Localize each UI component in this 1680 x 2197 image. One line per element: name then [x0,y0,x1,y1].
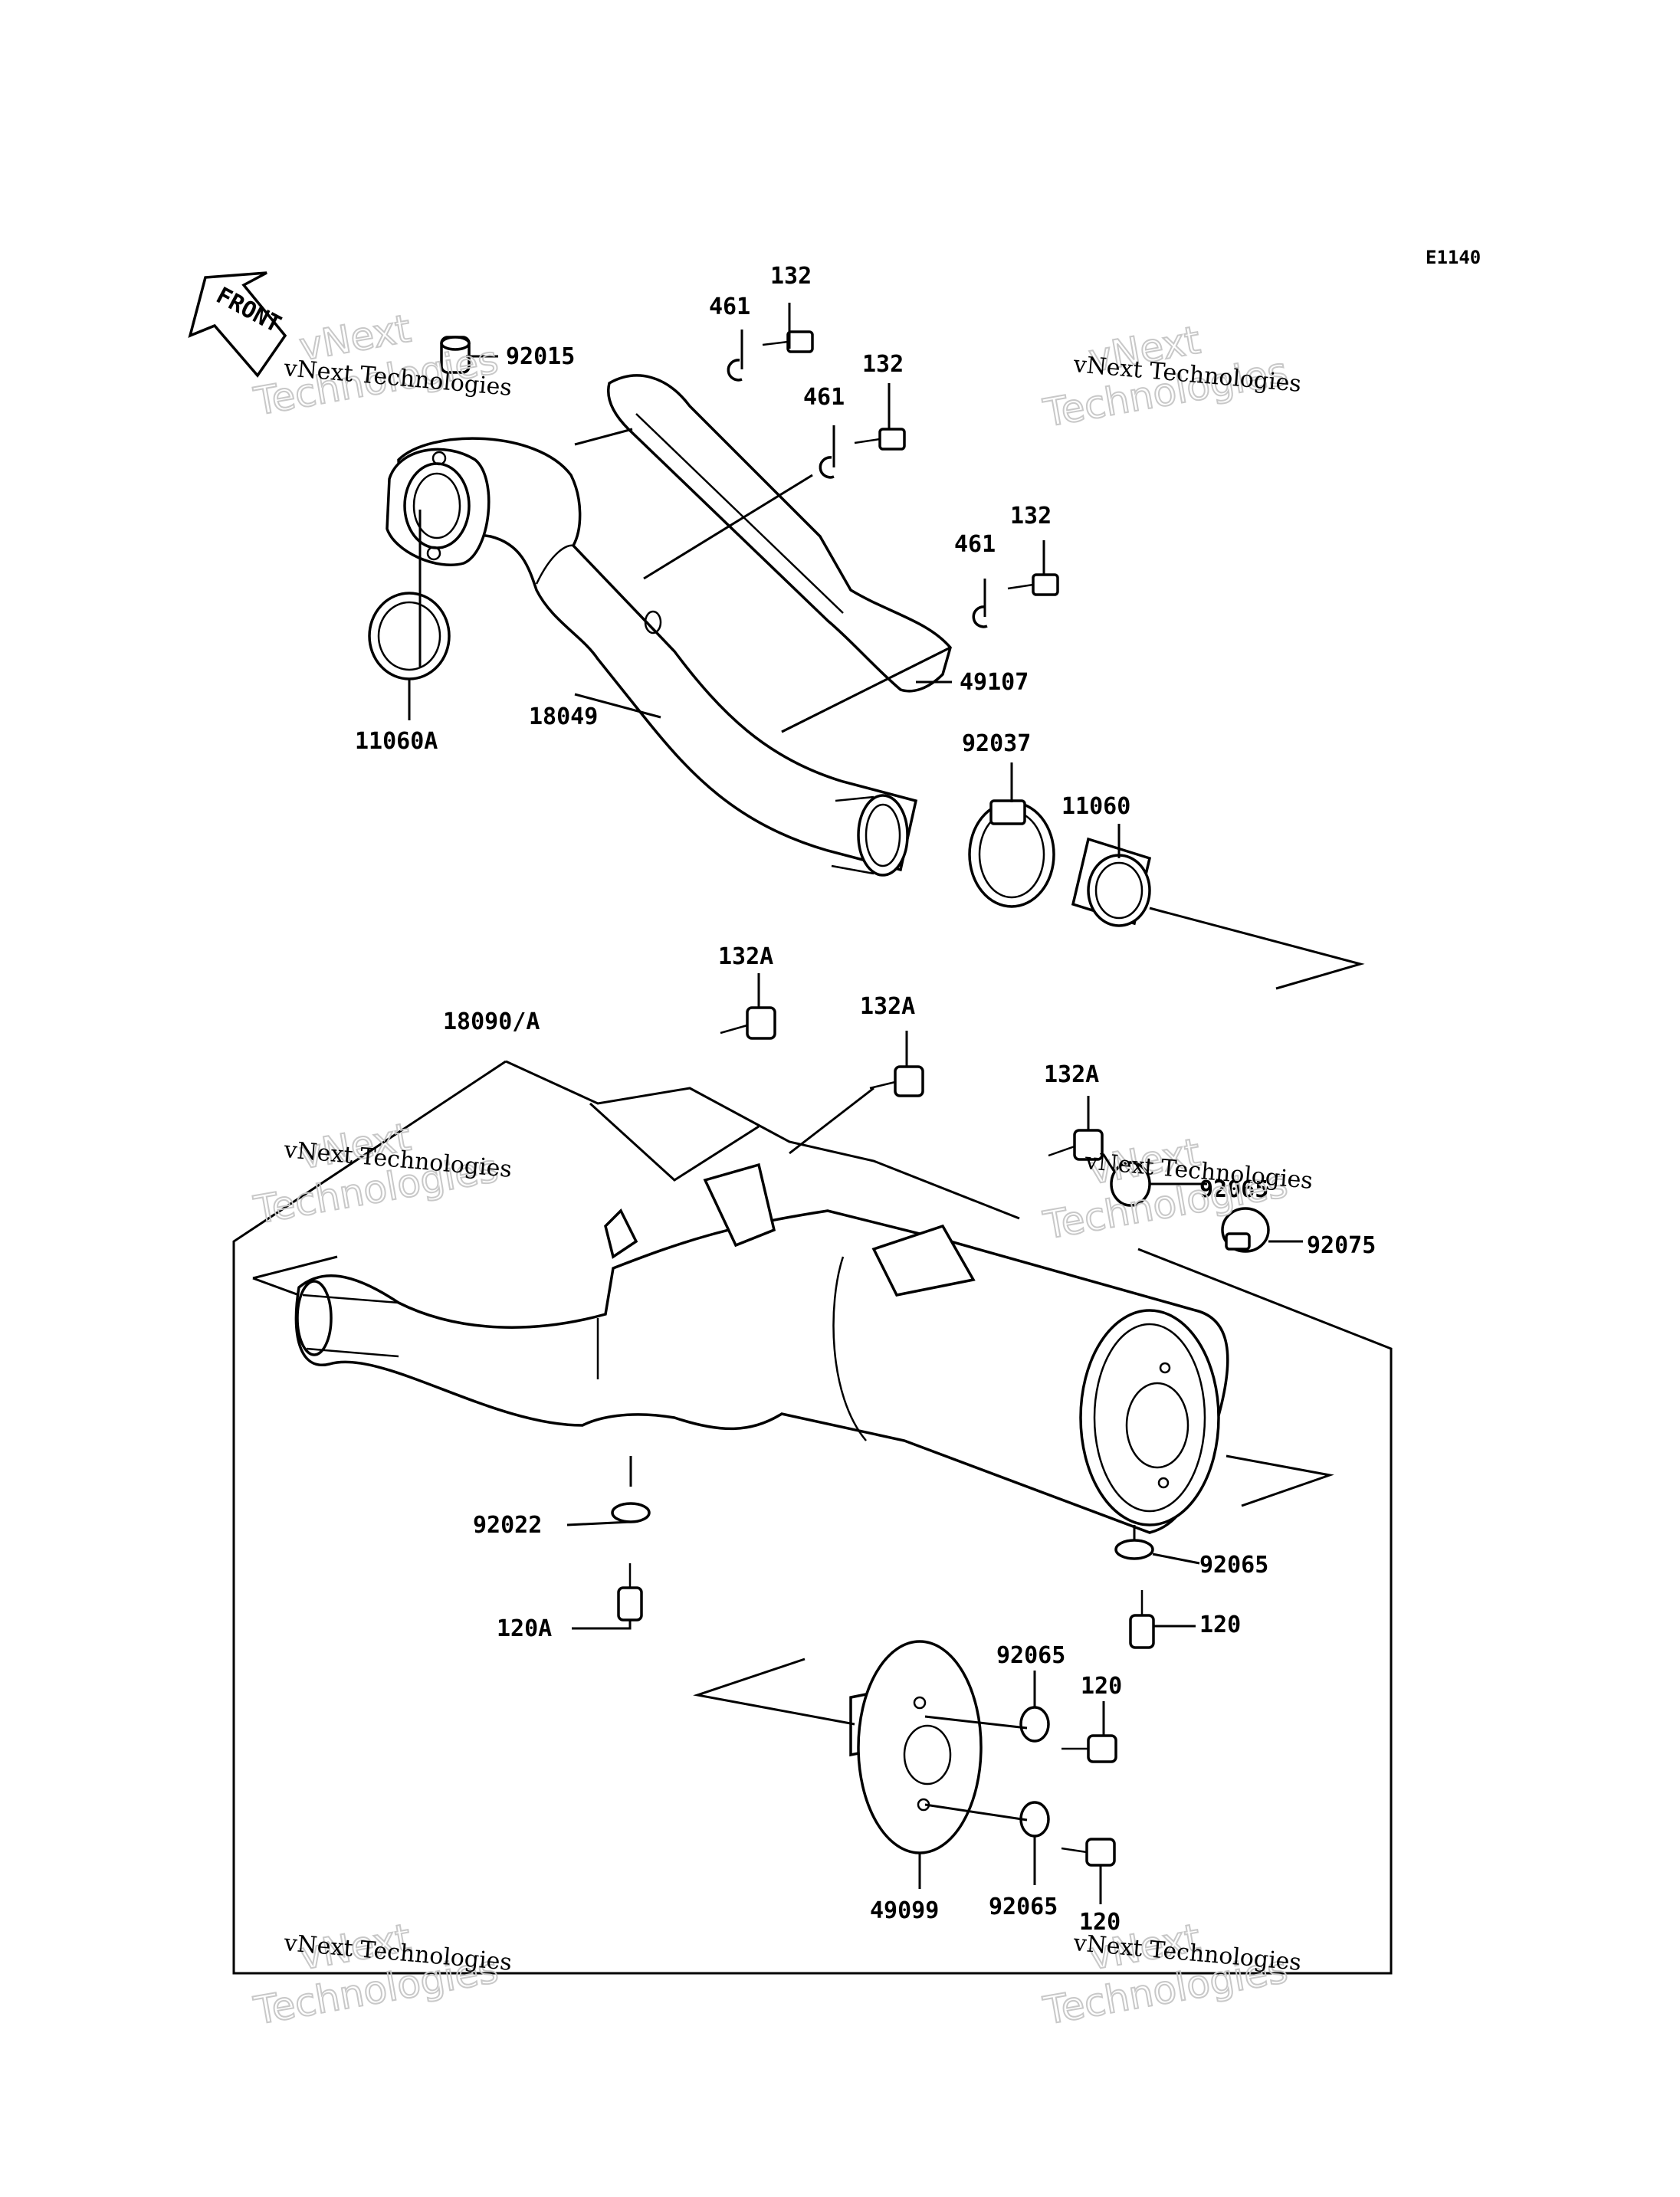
label-49099: 49099 [870,1897,939,1924]
label-132-a: 132 [770,263,812,290]
washer-92022 [611,1502,651,1523]
diagram-code: E1140 [1426,247,1481,268]
label-461-b: 461 [803,384,845,411]
clamp-92037 [968,799,1055,908]
label-120-c: 120 [1081,1673,1122,1700]
gasket-11060a [368,592,451,680]
washer-92065-mid [1114,1539,1154,1560]
end-cap-49099 [849,1640,983,1854]
label-92065-c: 92065 [996,1642,1065,1669]
label-18049: 18049 [529,703,598,730]
label-120a: 120A [497,1615,552,1642]
bolt-120-mid [1129,1590,1155,1649]
label-92075: 92075 [1307,1232,1376,1259]
label-49107: 49107 [960,669,1029,696]
header-flange [386,448,491,566]
bolt-120-c [1061,1734,1117,1763]
bolt-132a-a [720,1006,776,1040]
leader-lines [232,303,1393,1975]
label-11060: 11060 [1061,793,1130,820]
front-arrow-icon: FRONT [188,271,287,378]
bolt-120-d [1061,1838,1116,1867]
label-18090-a: 18090/A [443,1008,540,1035]
rubber-92075 [1221,1207,1270,1253]
washer-92065-c [1019,1706,1050,1743]
label-132-c: 132 [1010,503,1052,530]
label-132a-a: 132A [718,943,773,970]
label-92065-mid: 92065 [1199,1552,1268,1579]
header-outlet [831,794,909,877]
label-11060a: 11060A [355,728,438,755]
gasket-11060 [1071,837,1152,927]
label-120-mid: 120 [1199,1612,1241,1638]
label-132a-c: 132A [1044,1061,1099,1088]
bolt-132-a [762,330,814,353]
label-132a-b: 132A [860,993,915,1020]
lock-washer-461-a [727,359,743,382]
label-92015: 92015 [506,343,575,370]
bolt-132-c [1007,573,1059,596]
label-92037: 92037 [962,730,1031,757]
header-pipe [397,437,918,872]
bolt-92015 [440,336,471,374]
label-92065-d: 92065 [989,1894,1058,1920]
bolt-132a-b [869,1065,924,1097]
bolt-132a-c [1048,1129,1104,1161]
label-132-b: 132 [862,351,904,378]
bolt-132-b [854,428,906,451]
label-120-d: 120 [1079,1909,1121,1936]
label-461-a: 461 [709,293,750,320]
bolt-120a [617,1563,643,1622]
lock-washer-461-b [819,456,835,479]
label-461-c: 461 [954,531,996,558]
label-92065-top: 92065 [1199,1176,1268,1203]
muffler [294,1162,1229,1534]
label-92022: 92022 [473,1512,542,1539]
